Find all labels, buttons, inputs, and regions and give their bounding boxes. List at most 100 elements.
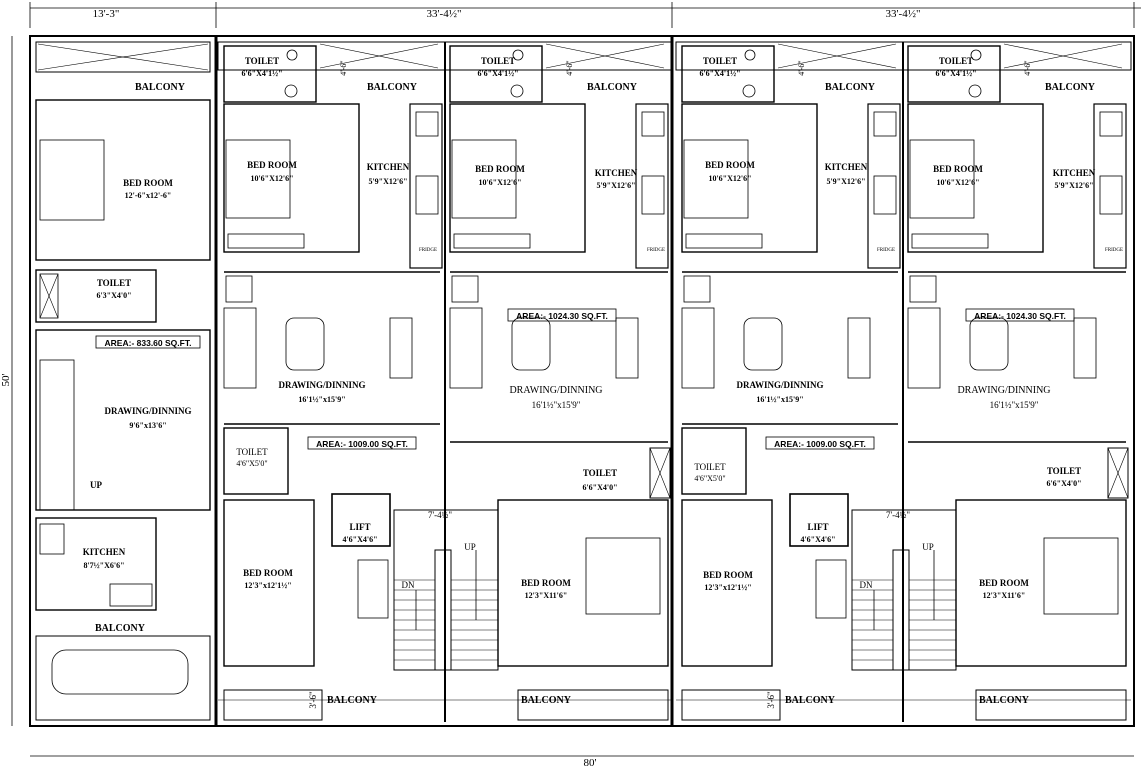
unit-b-drawing-size-2: 16'1½"x15'9" bbox=[990, 400, 1039, 410]
unit-a-balcony-right: BALCONY bbox=[521, 695, 572, 706]
unit-b-toilet-top-size-1: 6'6"X4'1½" bbox=[699, 69, 740, 78]
unit-b-balcony-left: BALCONY bbox=[785, 695, 836, 706]
dim-depth: 50' bbox=[0, 373, 12, 386]
unit-b-toilet-right-size: 6'6"X4'0" bbox=[1046, 479, 1081, 488]
unit-b-bedroom-right-size: 12'3"X11'6" bbox=[983, 591, 1026, 600]
unit-a-bedroom-right: BED ROOM bbox=[521, 578, 571, 588]
unit-a-bedroom-right-size: 12'3"X11'6" bbox=[525, 591, 568, 600]
dim-mid-width: 33'-4½" bbox=[427, 8, 462, 20]
unit-a-drawing-size-2: 16'1½"x15'9" bbox=[532, 400, 581, 410]
unit-b-kitchen-size-2: 5'9"X12'6" bbox=[1054, 181, 1093, 190]
unit-b-stair-width: 7'-4½" bbox=[886, 510, 910, 520]
unit-a-toilet-right-size: 6'6"X4'0" bbox=[582, 483, 617, 492]
unit-b-kitchen-1: KITCHEN bbox=[825, 162, 868, 172]
unit-a-toilet-top-size-2: 6'6"X4'1½" bbox=[477, 69, 518, 78]
unit-a-toilet-top-size-1: 6'6"X4'1½" bbox=[241, 69, 282, 78]
house1-bedroom: BED ROOM bbox=[123, 178, 173, 188]
unit-b-fridge-2: FRIDGE bbox=[1105, 248, 1123, 253]
unit-a-balcony-depth: 3'-6" bbox=[308, 691, 318, 709]
unit-b-bedroom-top-size-1: 10'6"X12'6" bbox=[708, 174, 751, 183]
house1-area: AREA:- 833.60 SQ.FT. bbox=[105, 338, 192, 348]
house1-balcony-bottom: BALCONY bbox=[95, 623, 146, 634]
unit-b-area-lower: AREA:- 1009.00 SQ.FT. bbox=[774, 439, 866, 449]
unit-a-toilet-small: TOILET bbox=[236, 447, 268, 457]
unit-a-balcony-left: BALCONY bbox=[327, 695, 378, 706]
house1-drawing-size: 9'6"x13'6" bbox=[129, 421, 166, 430]
unit-a-kitchen-1: KITCHEN bbox=[367, 162, 410, 172]
unit-a-stair-width: 7'-4½" bbox=[428, 510, 452, 520]
unit-b-up: UP bbox=[922, 542, 934, 552]
unit-b-toilet-top-2: TOILET bbox=[939, 56, 973, 66]
unit-b-dn: DN bbox=[860, 580, 873, 590]
unit-b-bedroom-left: BED ROOM bbox=[703, 570, 753, 580]
unit-block-b: TOILET 6'6"X4'1½" TOILET 6'6"X4'1½" BALC… bbox=[675, 41, 1132, 723]
unit-b-lift-size: 4'6"X4'6" bbox=[800, 535, 835, 544]
unit-b-kitchen-size-1: 5'9"X12'6" bbox=[826, 177, 865, 186]
unit-b-toilet-small: TOILET bbox=[694, 462, 726, 472]
unit-b-bedroom-top-1: BED ROOM bbox=[705, 160, 755, 170]
unit-a-balcony-top-2: BALCONY bbox=[587, 82, 638, 93]
unit-a-area-upper: AREA:- 1024.30 SQ.FT. bbox=[516, 311, 608, 321]
unit-b-toilet-top-1: TOILET bbox=[703, 56, 737, 66]
unit-a-drawing-size-1: 16'1½"x15'9" bbox=[298, 395, 345, 404]
dim-total-width: 80' bbox=[584, 757, 597, 768]
unit-b-drawing-1: DRAWING/DINNING bbox=[736, 380, 823, 390]
unit-b-balcony-top-2: BALCONY bbox=[1045, 82, 1096, 93]
unit-a-gap-2: 4'-6" bbox=[565, 60, 574, 75]
dim-right-width: 33'-4½" bbox=[886, 8, 921, 20]
unit-b-bedroom-top-2: BED ROOM bbox=[933, 164, 983, 174]
unit-a-bedroom-left-size: 12'3"x12'1½" bbox=[244, 581, 291, 590]
unit-a-lift: LIFT bbox=[349, 522, 370, 532]
unit-a-dn: DN bbox=[402, 580, 415, 590]
house1-toilet: TOILET bbox=[97, 278, 131, 288]
unit-b-toilet-right: TOILET bbox=[1047, 466, 1081, 476]
unit-b-area-upper: AREA:- 1024.30 SQ.FT. bbox=[974, 311, 1066, 321]
unit-a-kitchen-2: KITCHEN bbox=[595, 168, 638, 178]
unit-a-toilet-small-size: 4'6"X5'0" bbox=[236, 459, 267, 468]
unit-a-bedroom-top-1: BED ROOM bbox=[247, 160, 297, 170]
unit-b-drawing-2: DRAWING/DINNING bbox=[957, 385, 1050, 396]
unit-b-gap-2: 4'-6" bbox=[1023, 60, 1032, 75]
house1-toilet-size: 6'3"X4'0" bbox=[96, 291, 131, 300]
unit-b-balcony-right: BALCONY bbox=[979, 695, 1030, 706]
unit-a-up: UP bbox=[464, 542, 476, 552]
unit-b-fridge-1: FRIDGE bbox=[877, 248, 895, 253]
unit-b-kitchen-2: KITCHEN bbox=[1053, 168, 1096, 178]
unit-a-balcony-top-1: BALCONY bbox=[367, 82, 418, 93]
house1-kitchen: KITCHEN bbox=[83, 547, 126, 557]
unit-a-bedroom-left: BED ROOM bbox=[243, 568, 293, 578]
unit-a-drawing-1: DRAWING/DINNING bbox=[278, 380, 365, 390]
unit-a-toilet-top-2: TOILET bbox=[481, 56, 515, 66]
unit-a-bedroom-top-2: BED ROOM bbox=[475, 164, 525, 174]
unit-a-area-lower: AREA:- 1009.00 SQ.FT. bbox=[316, 439, 408, 449]
unit-b-bedroom-right: BED ROOM bbox=[979, 578, 1029, 588]
unit-a-toilet-top-1: TOILET bbox=[245, 56, 279, 66]
unit-a-toilet-right: TOILET bbox=[583, 468, 617, 478]
unit-a-kitchen-size-1: 5'9"X12'6" bbox=[368, 177, 407, 186]
house-1: BALCONY BED ROOM 12'-6"x12'-6" TOILET 6'… bbox=[35, 41, 211, 721]
house1-balcony-top: BALCONY bbox=[135, 82, 186, 93]
house1-drawing: DRAWING/DINNING bbox=[104, 406, 191, 416]
unit-a-gap-1: 4'-6" bbox=[339, 60, 348, 75]
unit-b-bedroom-top-size-2: 10'6"X12'6" bbox=[936, 178, 979, 187]
unit-b-gap-1: 4'-6" bbox=[797, 60, 806, 75]
unit-b-drawing-size-1: 16'1½"x15'9" bbox=[756, 395, 803, 404]
house1-kitchen-size: 8'7½"X6'6" bbox=[83, 561, 124, 570]
unit-a-drawing-2: DRAWING/DINNING bbox=[509, 385, 602, 396]
unit-block-a: TOILET 6'6"X4'1½" TOILET 6'6"X4'1½" BALC… bbox=[217, 41, 674, 723]
unit-b-bedroom-left-size: 12'3"x12'1½" bbox=[704, 583, 751, 592]
unit-a-bedroom-top-size-1: 10'6"X12'6" bbox=[250, 174, 293, 183]
unit-b-toilet-top-size-2: 6'6"X4'1½" bbox=[935, 69, 976, 78]
unit-a-fridge-2: FRIDGE bbox=[647, 248, 665, 253]
unit-b-toilet-small-size: 4'6"X5'0" bbox=[694, 474, 725, 483]
unit-a-bedroom-top-size-2: 10'6"X12'6" bbox=[478, 178, 521, 187]
house1-up: UP bbox=[90, 480, 102, 490]
unit-b-balcony-depth: 3'-6" bbox=[766, 691, 776, 709]
unit-b-balcony-top-1: BALCONY bbox=[825, 82, 876, 93]
dim-left-width: 13'-3" bbox=[93, 8, 120, 20]
unit-a-lift-size: 4'6"X4'6" bbox=[342, 535, 377, 544]
house1-bedroom-size: 12'-6"x12'-6" bbox=[125, 191, 172, 200]
unit-a-kitchen-size-2: 5'9"X12'6" bbox=[596, 181, 635, 190]
unit-a-fridge-1: FRIDGE bbox=[419, 248, 437, 253]
